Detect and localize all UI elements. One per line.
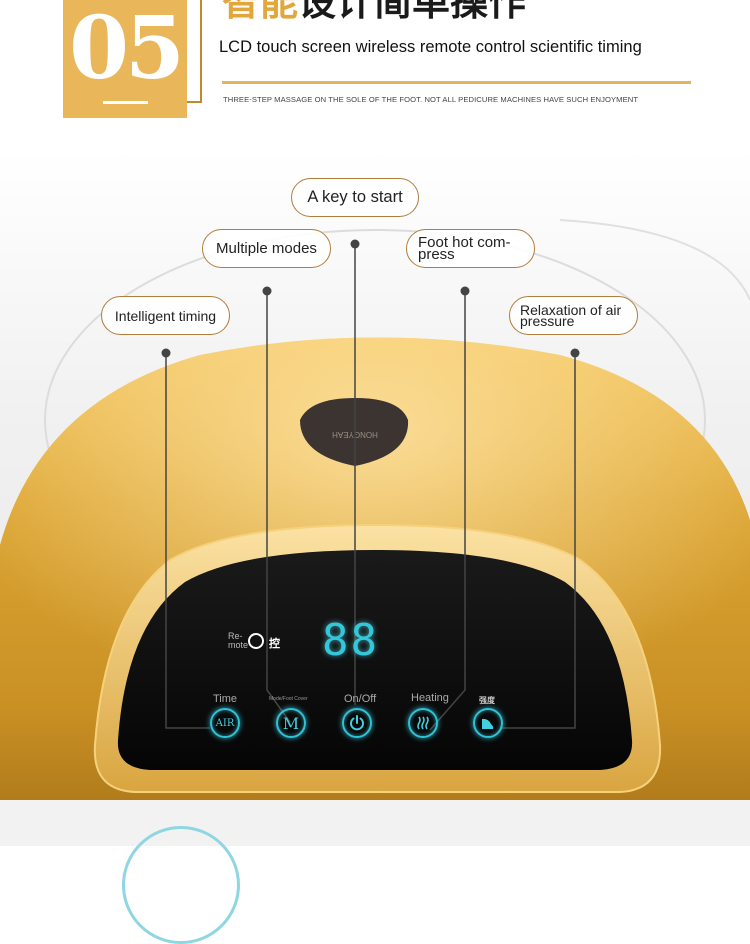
callout-one-key-start: A key to start — [291, 178, 419, 217]
foot-icon — [482, 718, 494, 729]
callout-multiple-modes: Multiple modes — [202, 229, 331, 268]
callout-intelligent-timing: Intelligent timing — [101, 296, 230, 335]
title-divider — [222, 81, 691, 84]
control-panel — [117, 550, 633, 770]
callout-air-line1: Relaxation of air — [520, 301, 622, 318]
section-number-box — [63, 0, 187, 118]
remote-label: Re- mote — [228, 632, 248, 650]
callout-air-pressure: Relaxation of air pressure — [509, 296, 638, 335]
section-title-cn-rest: 设计简单操作 — [298, 0, 527, 22]
lcd-display: 88 — [322, 615, 379, 666]
callout-multiple-modes-label: Multiple modes — [216, 240, 317, 257]
product-photo: HONGYEAH — [0, 150, 750, 800]
power-button[interactable] — [342, 708, 372, 738]
callout-dots — [161, 239, 580, 358]
remote-label-cn: 控 — [269, 638, 280, 650]
section-subtitle: THREE-STEP MASSAGE ON THE SOLE OF THE FO… — [223, 95, 639, 104]
onoff-label: On/Off — [344, 693, 377, 705]
section-number: 05 — [69, 0, 185, 99]
callout-foot-hot-line2: press — [418, 245, 455, 263]
callout-one-key-start-label: A key to start — [307, 188, 403, 206]
callout-air-line2: pressure — [520, 312, 575, 329]
mode-label: Mode/Foot Cover — [269, 696, 308, 702]
remote-label-line2: mote — [228, 640, 249, 650]
next-section-strip — [0, 800, 750, 846]
next-section-circle — [122, 826, 240, 944]
callout-intelligent-timing-label: Intelligent timing — [114, 307, 217, 324]
heating-label: Heating — [411, 692, 449, 704]
section-number-underline — [103, 101, 148, 104]
power-icon — [350, 715, 364, 731]
mode-button[interactable]: M — [276, 708, 306, 738]
callout-foot-hot-line1: Foot hot com- — [418, 233, 511, 251]
foot-massager-illustration: HONGYEAH — [0, 219, 750, 800]
remote-sensor-icon — [248, 633, 264, 649]
heating-button[interactable] — [408, 708, 438, 738]
time-air-button-label: AIR — [215, 717, 235, 729]
section-title-cn: 智能设计简单操作 — [222, 0, 526, 22]
mode-button-label: M — [282, 713, 300, 733]
strength-label: 强度 — [479, 696, 495, 705]
brand-plate — [300, 398, 409, 466]
remote-label-line1: Re- — [228, 631, 243, 641]
callout-foot-hot-compress: Foot hot com- press — [406, 229, 535, 268]
strength-button[interactable] — [473, 708, 503, 738]
heat-waves-icon — [417, 716, 429, 730]
background-arc — [559, 219, 750, 301]
section-title-cn-highlight: 智能 — [222, 0, 299, 22]
time-label: Time — [213, 693, 238, 705]
section-title-en: LCD touch screen wireless remote control… — [219, 38, 642, 56]
time-air-button[interactable]: AIR — [210, 708, 240, 738]
